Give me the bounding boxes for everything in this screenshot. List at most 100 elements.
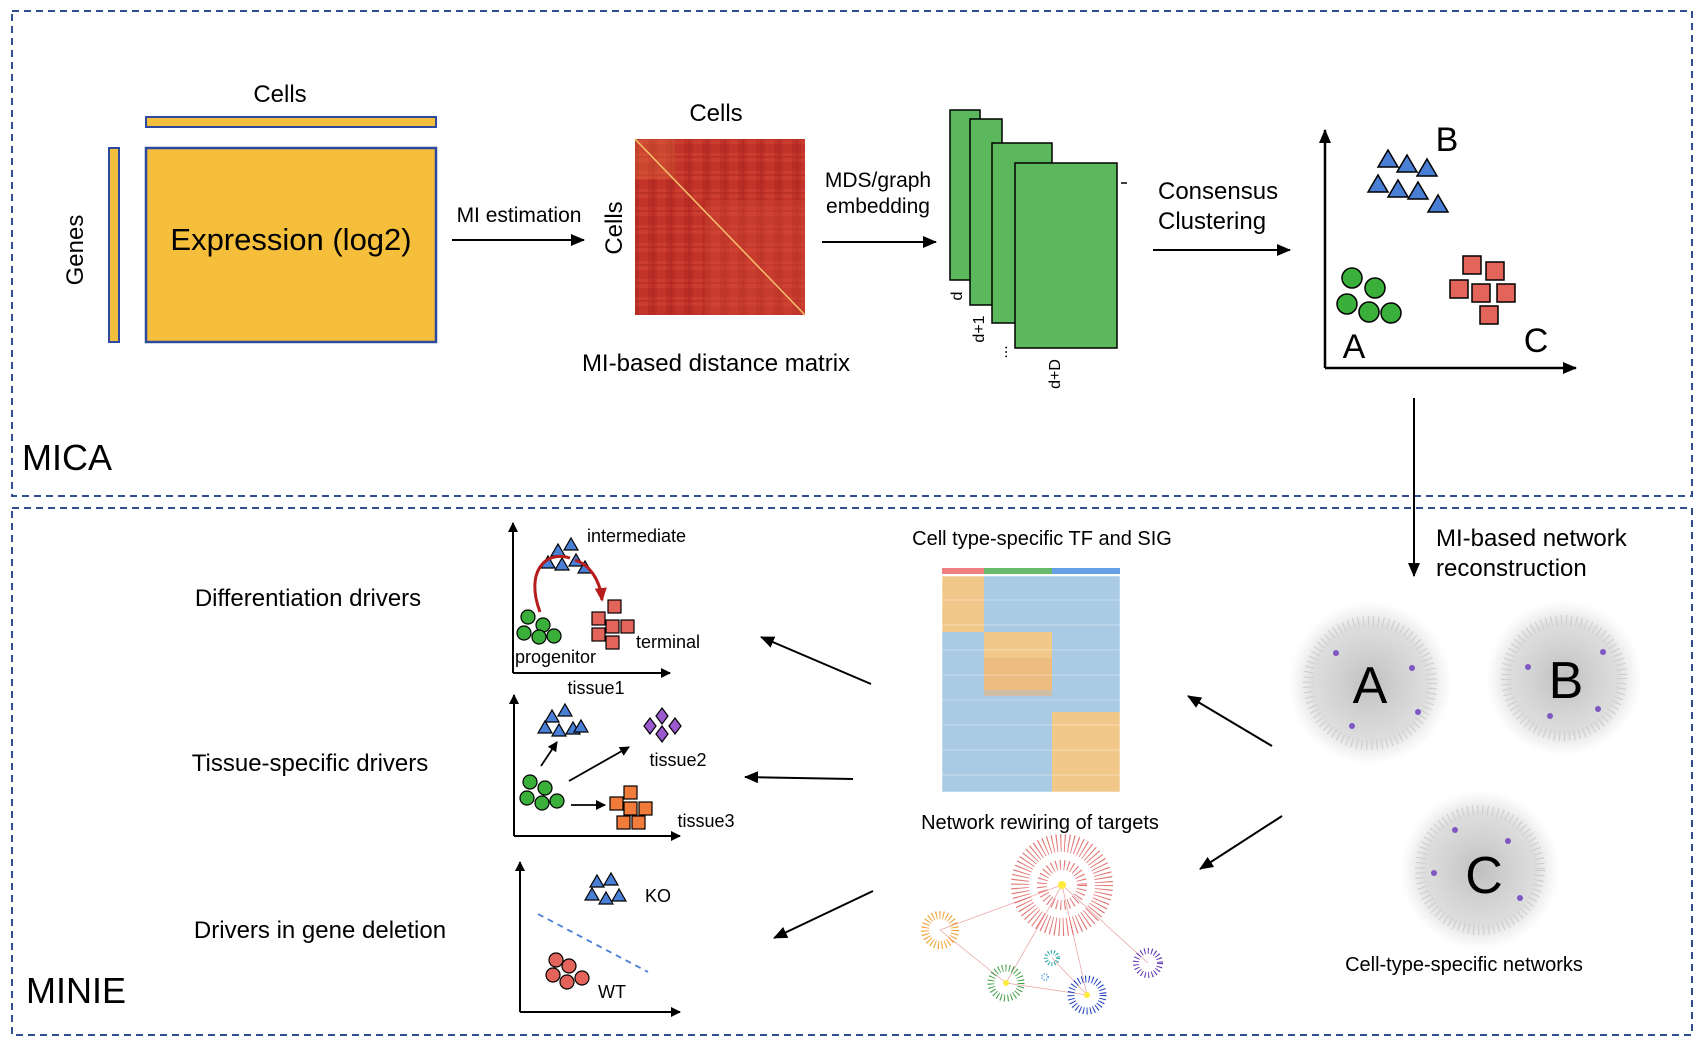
clustering-label-1: Consensus [1158, 178, 1278, 205]
progenitor-label: progenitor [515, 647, 596, 667]
heatmap-title: Cell type-specific TF and SIG [912, 528, 1172, 550]
expression-matrix [144, 146, 438, 344]
triangle-icon [553, 556, 571, 571]
expression-label: Expression (log2) [170, 222, 411, 257]
tissue3-label: tissue3 [677, 811, 734, 831]
distance-matrix [634, 138, 806, 316]
arrow-icon [1187, 695, 1273, 747]
genes-bar [108, 147, 120, 343]
cells-label-top: Cells [253, 81, 306, 108]
heatmap [941, 568, 1121, 793]
intermediate-label: intermediate [587, 526, 686, 546]
triangle-icon [1426, 193, 1450, 213]
differentiation-arc-2 [574, 558, 607, 602]
triangle-icon [562, 536, 580, 551]
deletion-drivers-label: Drivers in gene deletion [194, 917, 446, 944]
square-icon [616, 815, 631, 830]
triangle-icon [556, 702, 574, 717]
tissue1-triangles [536, 702, 590, 737]
cluster-b-label: B [1436, 121, 1459, 159]
terminal-label: terminal [636, 632, 700, 652]
square-icon [591, 627, 606, 642]
square-icon [1462, 255, 1482, 275]
circle-icon [559, 974, 575, 990]
triangle-icon [1386, 178, 1410, 198]
arrow-icon [760, 636, 872, 685]
square-icon [607, 599, 622, 614]
triangle-icon [610, 887, 628, 902]
networks-caption: Cell-type-specific networks [1345, 954, 1583, 976]
square-icon [631, 815, 646, 830]
network-recon-label-1: MI-based network [1436, 525, 1628, 552]
circle-icon [1358, 301, 1380, 323]
embedding-label-1: MDS/graph [825, 169, 931, 192]
square-icon [623, 801, 638, 816]
network-c-label: C [1465, 847, 1503, 905]
circle-icon [1364, 277, 1386, 299]
wt-circles [545, 952, 590, 990]
cluster-plot [1319, 129, 1577, 374]
circle-icon [548, 952, 564, 968]
matrix-cells-label-side: Cells [601, 201, 628, 254]
differentiation-arc [533, 554, 571, 613]
triangle-icon [572, 718, 590, 733]
square-icon [620, 619, 635, 634]
arrow-icon [1199, 815, 1283, 870]
circle-icon [1380, 302, 1402, 324]
embedding-dim-dots: ... [994, 345, 1011, 358]
square-icon [1479, 305, 1499, 325]
diamond-icon [668, 717, 682, 735]
minie-title: MINIE [26, 970, 126, 1011]
tissue3-squares [609, 785, 653, 830]
embedding-dim-d1: d+1 [971, 315, 988, 342]
ko-triangles [583, 871, 628, 905]
triangle-icon [597, 890, 615, 905]
square-icon [1485, 261, 1505, 281]
embedding-label-2: embedding [826, 195, 930, 218]
embedding-stack [949, 109, 1127, 349]
circle-icon [522, 774, 538, 790]
triangle-icon [1376, 148, 1400, 168]
triangle-icon [543, 708, 561, 723]
wt-label: WT [598, 982, 626, 1002]
genes-label: Genes [62, 215, 89, 286]
tissue2-diamonds [643, 707, 682, 743]
network-a [1288, 601, 1452, 765]
triangle-icon [1406, 180, 1430, 200]
circle-icon [549, 793, 565, 809]
triangle-icon [1395, 153, 1419, 173]
circle-icon [519, 790, 535, 806]
network-recon-label-2: reconstruction [1436, 555, 1587, 582]
circle-icon [1341, 267, 1363, 289]
tissue-drivers-label: Tissue-specific drivers [192, 750, 429, 777]
mica-title: MICA [22, 437, 112, 478]
circle-icon [1336, 293, 1358, 315]
square-icon [638, 801, 653, 816]
network-a-label: A [1353, 657, 1388, 715]
square-icon [1471, 283, 1491, 303]
terminal-squares [591, 599, 635, 650]
tissue2-label: tissue2 [649, 750, 706, 770]
circle-icon [545, 967, 561, 983]
square-icon [1449, 279, 1469, 299]
mi-estimation-label: MI estimation [457, 204, 582, 227]
square-icon [1496, 283, 1516, 303]
deletion-plot [515, 861, 681, 1017]
triangle-icon [536, 719, 554, 734]
network-b [1486, 600, 1642, 756]
arrow-icon [773, 890, 874, 939]
triangle-icon [1415, 157, 1439, 177]
diamond-icon [643, 717, 657, 735]
triangle-icon [550, 722, 568, 737]
cluster-c-label: C [1524, 322, 1549, 360]
differentiation-plot [508, 522, 671, 678]
tissue1-label: tissue1 [567, 678, 624, 698]
triangle-icon [549, 542, 567, 557]
ko-label: KO [645, 886, 671, 906]
square-icon [623, 785, 638, 800]
cluster-a-label: A [1343, 328, 1366, 366]
cluster-c-squares [1449, 255, 1516, 325]
triangle-icon [583, 886, 601, 901]
arrow-icon [744, 771, 854, 784]
embedding-dim-d: d [949, 292, 966, 301]
